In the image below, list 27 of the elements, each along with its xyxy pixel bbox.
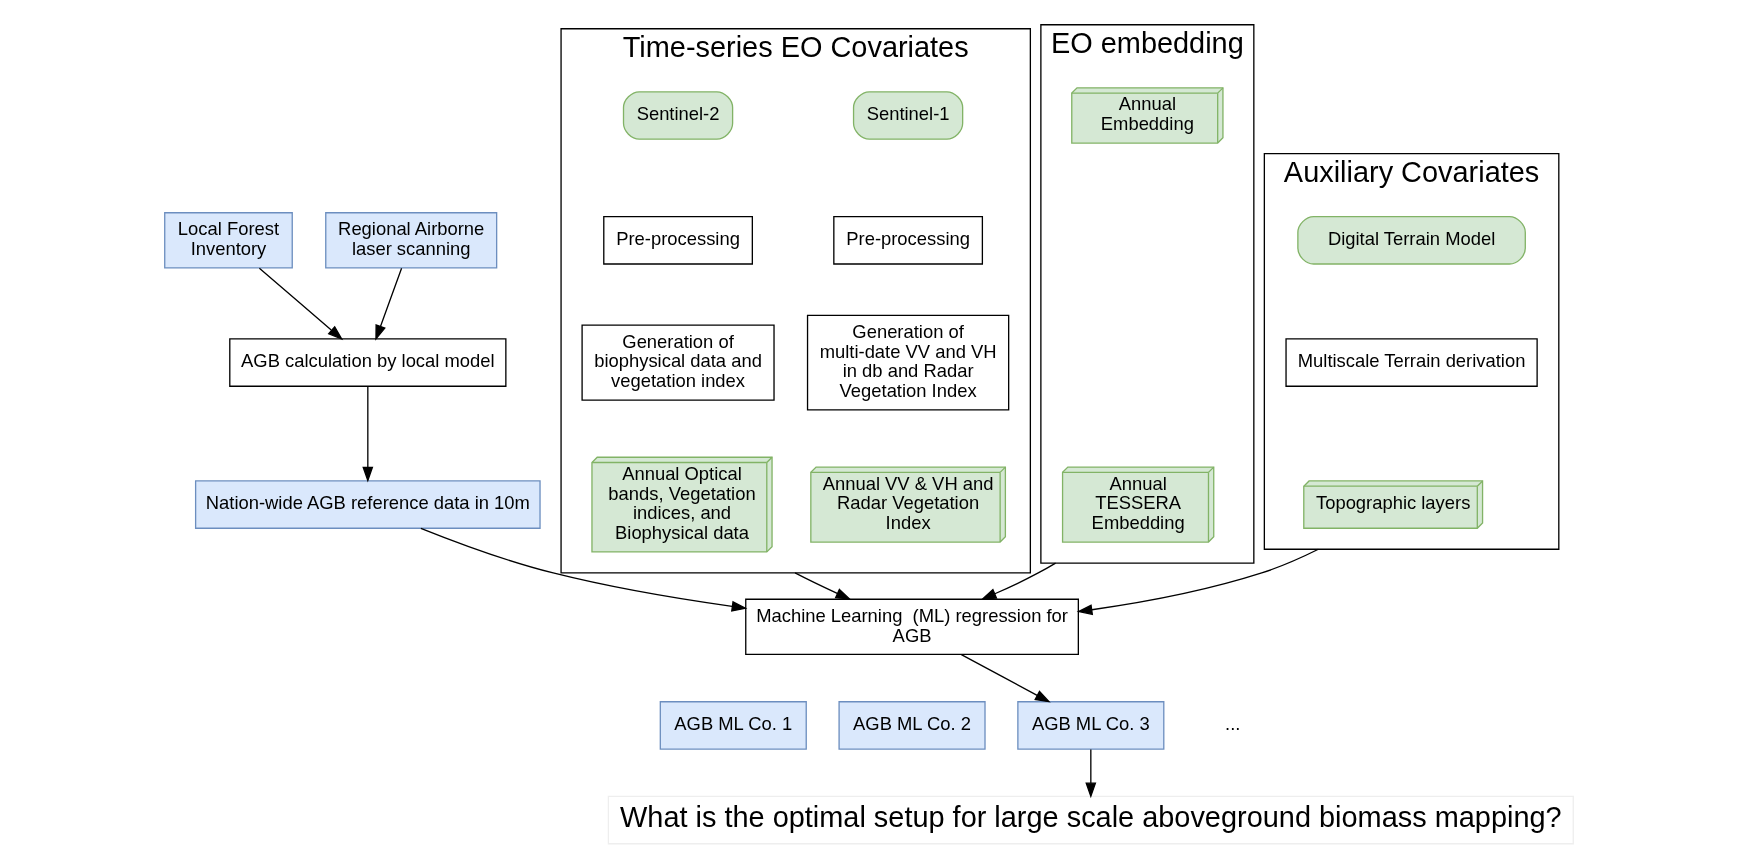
node-box: Machine Learning (ML) regression for AGB — [744, 598, 1079, 655]
node-box: AGB calculation by local model — [228, 337, 506, 387]
label: ... — [1224, 712, 1240, 734]
node-box: Pre-processing — [602, 215, 753, 265]
node-box: Regional Airborne laser scanning — [324, 211, 497, 269]
node-box: AGB ML Co. 3 — [1016, 700, 1164, 750]
arrow — [374, 267, 402, 341]
node-box: Nation-wide AGB reference data in 10m — [194, 479, 541, 529]
node-box: Pre-processing — [832, 215, 983, 265]
node-box: Generation of multi-date VV and VH in db and Radar Vegetation Index — [806, 314, 1009, 411]
node-box: Generation of biophysical data and vegetation index — [580, 324, 775, 401]
arrow — [361, 385, 373, 482]
node-box: Local Forest Inventory — [163, 211, 293, 269]
node-box: AGB ML Co. 1 — [659, 700, 807, 750]
arrow — [960, 653, 1051, 703]
arrow — [793, 571, 851, 600]
arrow — [258, 267, 343, 340]
node-box: Sentinel-1 — [852, 90, 963, 140]
node-box: AGB ML Co. 2 — [837, 700, 986, 750]
arrow — [1084, 748, 1096, 798]
node-box: Sentinel-2 — [622, 90, 733, 140]
node-box: Multiscale Terrain derivation — [1284, 337, 1538, 387]
arrow — [980, 561, 1056, 600]
arrow — [419, 527, 747, 612]
node-box: What is the optimal setup for large scale aboveground biomass mapping? — [607, 795, 1574, 844]
arrow — [1076, 548, 1319, 615]
node-box: Digital Terrain Model — [1296, 215, 1526, 265]
